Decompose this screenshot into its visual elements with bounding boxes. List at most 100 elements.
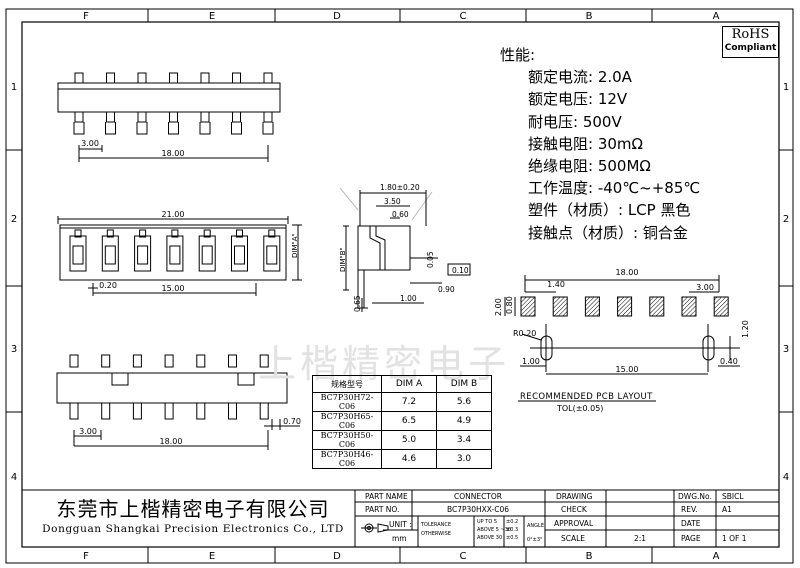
pcb-pad	[649, 296, 665, 317]
rev-value: A1	[722, 505, 732, 514]
side-view-dim-b: DIM"B"	[339, 247, 347, 272]
front-view-span-dim: 15.00	[162, 284, 185, 293]
pcb-hole-span-dim: 15.00	[616, 365, 639, 374]
dwg-no-value: SBICL	[722, 492, 744, 501]
top-pin-shank	[263, 111, 273, 123]
pcb-pad	[584, 296, 600, 317]
bottom-view-pitch-dim: 3.00	[79, 427, 97, 436]
table-row: BC7P30H72-C06 7.2 5.6	[312, 392, 492, 412]
spec-line: 绝缘电阻: 500MΩ	[528, 157, 651, 176]
spec-line: 工作温度: -40℃~+85℃	[528, 179, 701, 198]
tol-row-1-range: UP TO 5	[477, 519, 497, 525]
part-no-label: PART NO.	[365, 505, 399, 514]
pcb-hole-w-dim: 0.40	[720, 357, 738, 366]
date-label: DATE	[681, 519, 701, 528]
top-pin-tail	[262, 122, 274, 135]
top-pin-head	[106, 72, 115, 84]
top-pin-tail	[105, 122, 116, 135]
bottom-pin-tail	[132, 402, 142, 420]
front-pin-top	[106, 229, 114, 238]
bottom-pin-head	[228, 354, 237, 368]
pcb-pad-h-dim: 2.00	[494, 298, 503, 316]
front-pin-top	[203, 229, 211, 238]
zone-col-c-bottom: C	[460, 551, 467, 562]
company-name-en: Dongguan Shangkai Precision Electronics …	[42, 523, 344, 535]
table-row: BC7P30H65-C06 6.5 4.9	[312, 411, 492, 431]
top-pin-tail	[168, 122, 179, 135]
front-pin-slot	[69, 235, 87, 272]
model-cell: BC7P30H50-C06	[312, 430, 382, 450]
pcb-hole-h-dim: 1.20	[741, 320, 750, 338]
zone-col-f-bottom: F	[83, 551, 89, 562]
top-pin-head	[74, 72, 84, 84]
bottom-pin-head	[69, 354, 79, 368]
zone-row-3-left: 3	[11, 344, 17, 355]
tol-row-1-value: ±0.2	[506, 519, 518, 525]
zone-col-a-top: A	[713, 11, 720, 22]
dim-b-cell: 5.6	[436, 392, 492, 412]
top-pin-tail	[136, 122, 148, 135]
bottom-view-tail-dim: 0.70	[283, 417, 301, 426]
front-pin-slot	[134, 235, 152, 272]
front-pin-slot	[101, 235, 119, 272]
spec-line: 额定电压: 12V	[528, 90, 628, 109]
front-pin-slot	[198, 235, 216, 272]
drawing-label: DRAWING	[556, 492, 593, 501]
spec-line: 额定电流: 2.0A	[528, 68, 632, 87]
side-view-d1: 1.80±0.20	[380, 183, 420, 192]
front-pin-top	[236, 229, 243, 238]
tol-row-2-value: ±0.3	[506, 527, 518, 533]
front-view-dim-a: DIM"A"	[291, 233, 299, 258]
model-cell: BC7P30H46-C06	[312, 449, 382, 469]
otherwise-label: OTHERWISE	[421, 531, 451, 537]
top-pin-head	[169, 72, 178, 84]
bottom-pin-tail	[69, 402, 79, 420]
side-view-d7: 0.65	[353, 295, 362, 312]
zone-col-b-bottom: B	[586, 551, 593, 562]
bottom-pin-tail	[101, 402, 111, 420]
dim-b-cell: 3.4	[436, 430, 492, 450]
unit-label: UNIT :	[389, 520, 412, 529]
table-row: BC7P30H50-C06 5.0 3.4	[312, 430, 492, 450]
zone-col-d-top: D	[333, 11, 341, 22]
tol-row-2-range: ABOVE 5 ~30	[477, 527, 511, 533]
front-view-overall-dim: 21.00	[162, 210, 185, 219]
top-pin-shank	[137, 111, 147, 123]
side-view-d5: 0.10	[452, 266, 469, 275]
dim-b-cell: 3.0	[436, 449, 492, 469]
pcb-pad	[520, 296, 536, 317]
front-view-offset-dim: 0.20	[99, 281, 117, 290]
pcb-layout	[504, 275, 740, 402]
zone-row-1-left: 1	[11, 82, 17, 93]
side-view-d8: 1.00	[400, 294, 417, 303]
zone-row-1-right: 1	[783, 82, 789, 93]
angle-value: 0°±3°	[527, 537, 543, 543]
page-value: 1 OF 1	[722, 534, 747, 543]
rohs-compliant: Compliant	[724, 43, 777, 53]
pcb-tolerance: TOL(±0.05)	[556, 404, 603, 413]
tolerance-label: TOLERANCE	[420, 522, 451, 528]
front-pin-slot	[166, 235, 184, 272]
pcb-pad	[552, 296, 568, 317]
company-block: 东莞市上楷精密电子有限公司 Dongguan Shangkai Precisio…	[34, 496, 352, 536]
bottom-pin-head	[164, 354, 174, 368]
scale-label: SCALE	[561, 534, 585, 543]
top-pin-head	[200, 72, 210, 84]
dim-b-cell: 4.9	[436, 411, 492, 431]
bottom-pin-tail	[196, 402, 206, 420]
spec-list: 性能: 额定电流: 2.0A 额定电压: 12V 耐电压: 500V 接触电阻:…	[500, 44, 700, 244]
pcb-radius-dim: R0.20	[513, 329, 536, 338]
top-pin-tail	[73, 122, 85, 135]
bottom-view-span-dim: 18.00	[160, 437, 183, 446]
side-view-d4: 0.05	[426, 251, 435, 268]
dimension-table-header: 规格型号 DIM A DIM B	[312, 375, 492, 393]
dim-a-cell: 5.0	[381, 430, 437, 450]
top-pin-head	[232, 72, 241, 84]
scale-value: 2:1	[634, 534, 646, 543]
pcb-caption: RECOMMENDED PCB LAYOUT	[520, 392, 653, 402]
top-pin-shank	[200, 111, 210, 123]
zone-col-e-bottom: E	[209, 551, 215, 562]
top-pin-shank	[232, 111, 241, 123]
bottom-pin-head	[101, 354, 111, 368]
dwg-no-label: DWG.No.	[678, 492, 712, 501]
